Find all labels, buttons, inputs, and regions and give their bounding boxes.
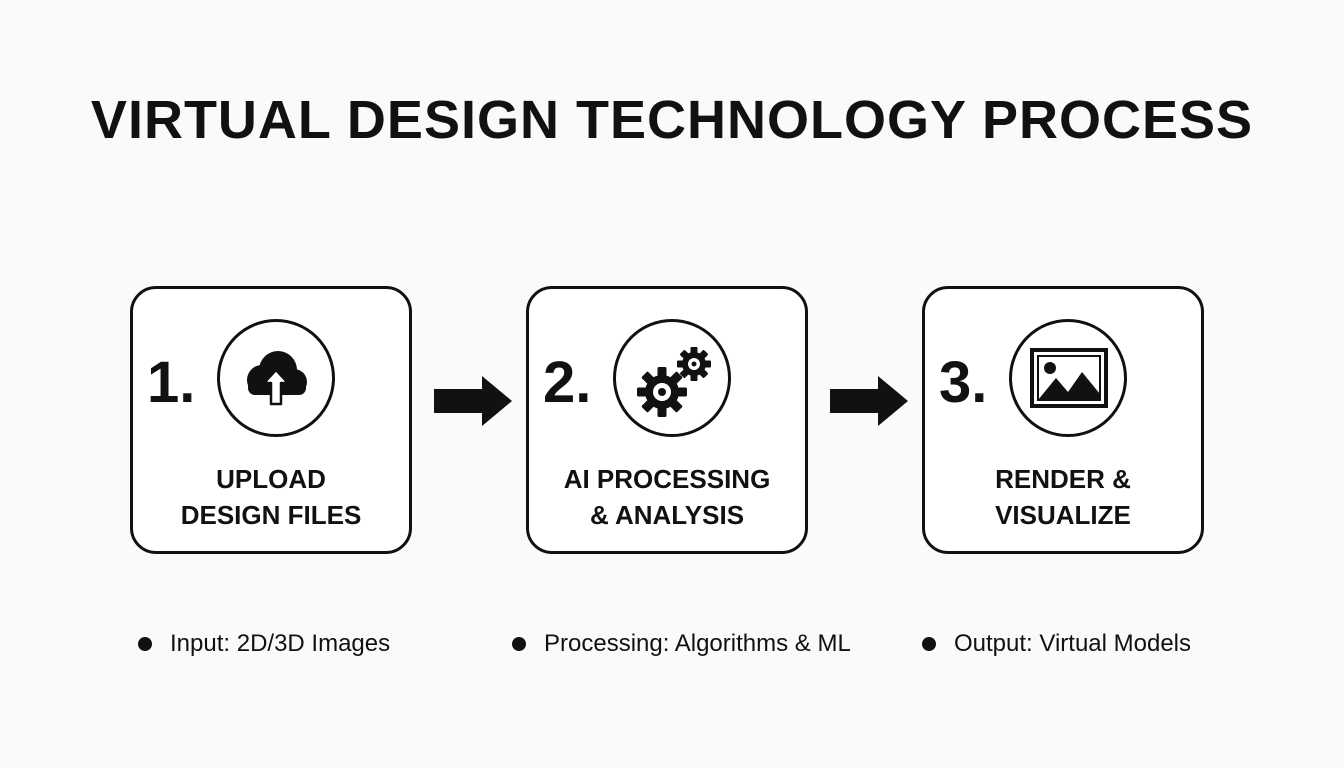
step-1-icon-circle bbox=[217, 319, 335, 437]
step-2-number: 2. bbox=[543, 350, 592, 415]
bullet-output-text: Output: Virtual Models bbox=[954, 630, 1192, 657]
bullet-dot-icon bbox=[138, 637, 152, 651]
bullet-processing-text: Processing: Algorithms & ML bbox=[544, 630, 851, 657]
bullet-output: Output: Virtual Models bbox=[922, 628, 1191, 660]
step-1-label-line2: DESIGN FILES bbox=[180, 500, 362, 530]
step-2-icon-circle bbox=[613, 319, 731, 437]
arrow-right-icon bbox=[434, 376, 512, 426]
gears-icon bbox=[637, 347, 711, 417]
page-title: VIRTUAL DESIGN TECHNOLOGY PROCESS bbox=[90, 90, 1254, 150]
step-3-label: RENDER & VISUALIZE bbox=[925, 461, 1201, 533]
step-3-label-line1: RENDER & bbox=[995, 464, 1131, 494]
cloud-upload-icon bbox=[247, 351, 307, 406]
step-1-number: 1. bbox=[147, 350, 196, 415]
bullet-dot-icon bbox=[922, 637, 936, 651]
step-1-label-line1: UPLOAD bbox=[216, 464, 326, 494]
arrow-right-icon bbox=[830, 376, 908, 426]
bullet-input: Input: 2D/3D Images bbox=[138, 628, 390, 660]
step-1-card: 1. UPLOAD DESIGN FILES bbox=[130, 286, 412, 554]
image-icon bbox=[1030, 348, 1108, 408]
step-2-label-line2: & ANALYSIS bbox=[589, 500, 745, 530]
step-2-label: AI PROCESSING & ANALYSIS bbox=[529, 461, 805, 533]
step-3-number: 3. bbox=[939, 350, 988, 415]
bullet-processing: Processing: Algorithms & ML bbox=[512, 628, 851, 660]
bullet-dot-icon bbox=[512, 637, 526, 651]
bullet-input-text: Input: 2D/3D Images bbox=[170, 630, 391, 657]
step-3-label-line2: VISUALIZE bbox=[995, 500, 1131, 530]
step-2-card: 2. bbox=[526, 286, 808, 554]
step-1-label: UPLOAD DESIGN FILES bbox=[133, 461, 409, 533]
step-2-label-line1: AI PROCESSING bbox=[563, 464, 771, 494]
step-3-card: 3. RENDER & VISUALIZE bbox=[922, 286, 1204, 554]
step-3-icon-circle bbox=[1009, 319, 1127, 437]
